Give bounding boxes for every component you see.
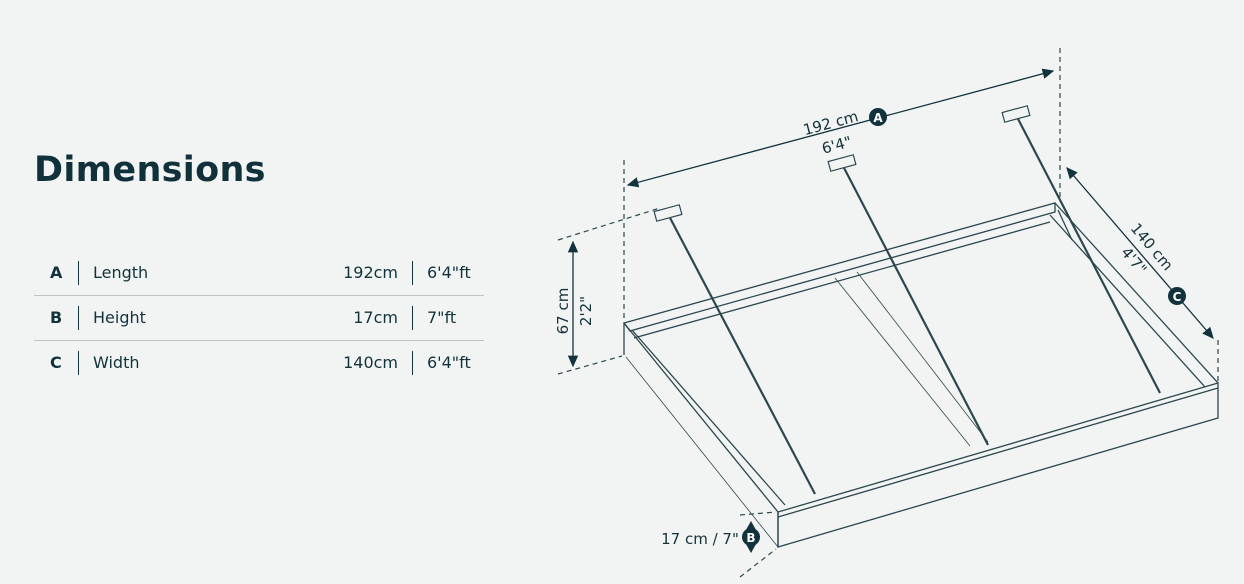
table-row: A Length 192cm 6'4"ft xyxy=(34,251,484,296)
divider xyxy=(78,351,79,375)
dimension-key: B xyxy=(50,308,63,327)
dimension-ft: 6'4"ft xyxy=(427,263,471,282)
height-ft-label: 2'2" xyxy=(577,296,595,326)
dimension-label: Height xyxy=(93,308,146,327)
dimension-cm: 17cm xyxy=(353,308,398,327)
dimension-label: Width xyxy=(93,353,140,372)
dimension-key: C xyxy=(50,353,62,372)
length-cm-label: 192 cm xyxy=(801,107,860,139)
marker-b-label: B xyxy=(746,531,755,545)
canopy-frame xyxy=(622,202,1219,548)
divider xyxy=(412,351,413,375)
dimension-label: Length xyxy=(93,263,149,282)
divider xyxy=(78,306,79,330)
support-rod xyxy=(667,213,816,495)
marker-c-icon xyxy=(1168,287,1186,305)
divider xyxy=(412,261,413,285)
dimension-ft: 7"ft xyxy=(427,308,457,327)
page-title: Dimensions xyxy=(34,150,266,190)
dimensions-table: A Length 192cm 6'4"ft B Height 17cm 7"ft… xyxy=(34,251,484,385)
width-dimension-arrow xyxy=(1066,167,1214,339)
marker-c-label: C xyxy=(1173,290,1182,304)
dimension-key: A xyxy=(50,263,63,282)
marker-b-circle xyxy=(742,528,760,546)
length-ft-label: 6'4" xyxy=(820,133,854,158)
dimension-cm: 192cm xyxy=(343,263,398,282)
height-cm-label: 67 cm xyxy=(554,288,572,335)
marker-a-icon xyxy=(869,108,887,126)
dimension-ft: 6'4"ft xyxy=(427,353,471,372)
wall-bracket xyxy=(653,204,683,222)
table-row: C Width 140cm 6'4"ft xyxy=(34,341,484,385)
table-row: B Height 17cm 7"ft xyxy=(34,296,484,341)
guide-lines xyxy=(557,48,1219,578)
wall-bracket xyxy=(1001,105,1031,123)
beam-height-label: 17 cm / 7" xyxy=(661,530,739,548)
support-rod xyxy=(841,163,989,446)
dimension-cm: 140cm xyxy=(343,353,398,372)
marker-a-label: A xyxy=(873,111,883,125)
divider xyxy=(78,261,79,285)
length-dimension-arrow xyxy=(626,68,1055,188)
wall-bracket xyxy=(827,154,857,172)
divider xyxy=(412,306,413,330)
